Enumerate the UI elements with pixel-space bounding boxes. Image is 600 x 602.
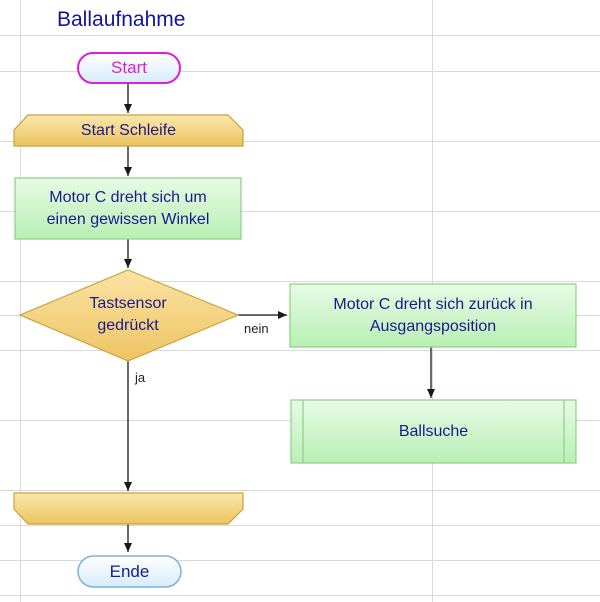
decision-label: Tastsensor gedrückt — [89, 295, 167, 334]
loop-end-label — [14, 493, 243, 524]
motor-back-label: Motor C dreht sich zurück in Ausgangspos… — [333, 295, 533, 335]
diagram-title: Ballaufnahme — [57, 8, 186, 31]
motor-turn-node — [14, 177, 242, 240]
edge-label-yes: ja — [135, 370, 146, 385]
loop-end-node — [13, 492, 244, 525]
start-label: Start — [111, 58, 147, 77]
edge-label-no: nein — [244, 321, 269, 336]
ball-search-label: Ballsuche — [398, 422, 469, 440]
loop-start-node — [13, 114, 244, 147]
decision-node — [18, 269, 240, 362]
ball-search-node — [290, 399, 577, 464]
end-node — [77, 555, 182, 588]
start-node — [77, 52, 181, 84]
motor-turn-label: Motor C dreht sich um einen gewissen Win… — [46, 188, 210, 228]
end-label: Ende — [109, 561, 150, 581]
motor-back-node — [289, 283, 577, 348]
loop-start-label: Start Schleife — [80, 121, 177, 139]
